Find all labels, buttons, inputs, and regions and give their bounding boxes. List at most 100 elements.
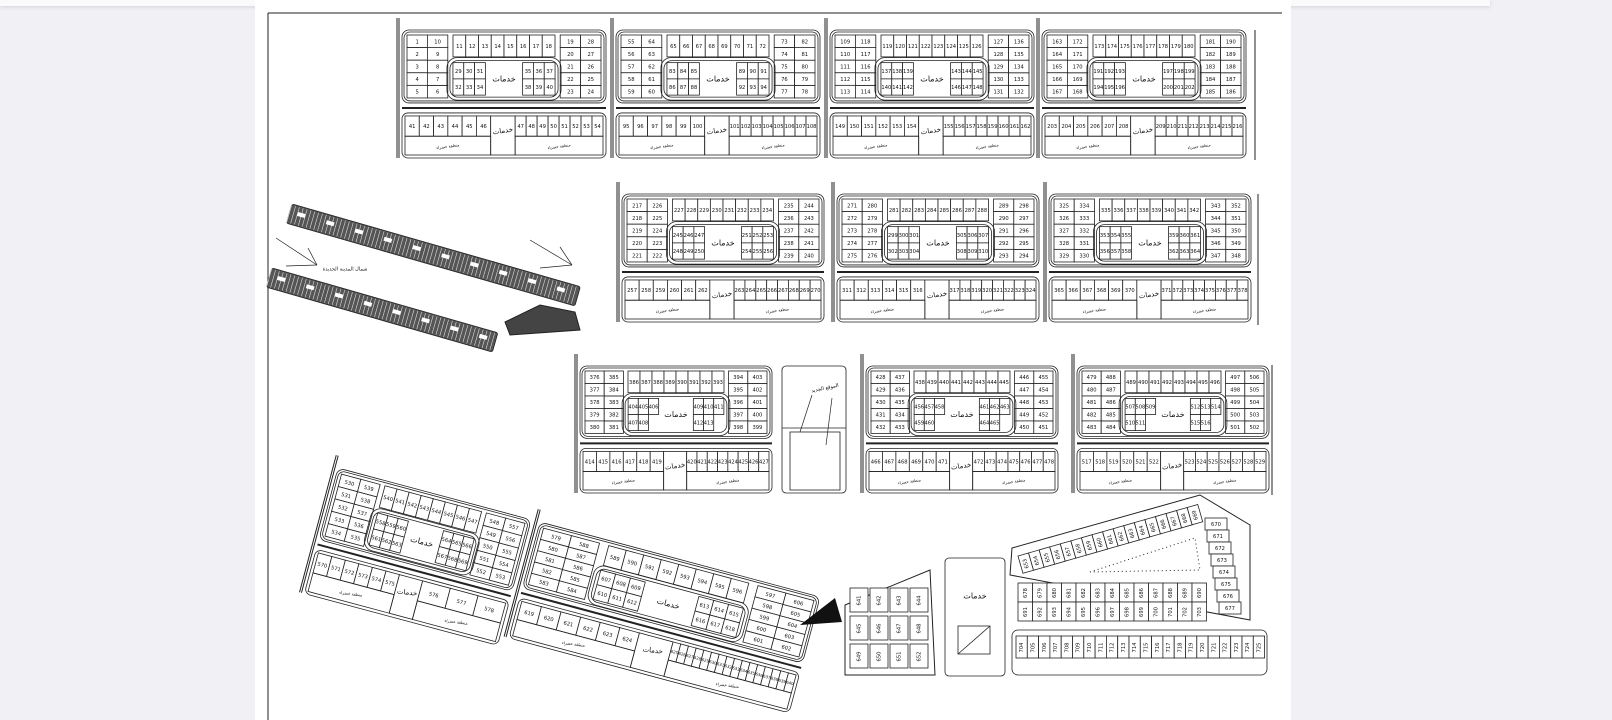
lot: 250	[693, 242, 705, 260]
lot-number: 199	[1185, 69, 1195, 75]
lot: 69	[717, 34, 732, 58]
lot: 672	[1208, 541, 1232, 555]
green-area-label: منطقة خضراء	[339, 590, 363, 598]
lot: 92	[736, 78, 748, 96]
lot-number: 189	[1226, 52, 1236, 58]
strip-hatch	[320, 284, 326, 302]
lot-number: 53	[583, 124, 590, 130]
strip-hatch	[405, 239, 412, 257]
lot-number: 78	[801, 90, 808, 96]
strip-plot	[363, 300, 373, 307]
east-block-outline	[1009, 494, 1251, 621]
lot-number: 289	[999, 203, 1009, 209]
lot-number: 35	[525, 69, 532, 75]
lot-number: 503	[1249, 413, 1259, 419]
lot: 295	[1013, 236, 1035, 250]
strip-hatch	[347, 292, 353, 310]
lot: 134	[1008, 59, 1030, 74]
lot: 23	[559, 84, 582, 99]
lot-number: 445	[999, 380, 1009, 386]
lot-number: 332	[1079, 228, 1089, 234]
lot-number: 300	[899, 233, 909, 239]
lot: 237	[778, 223, 800, 238]
lot-number: 437	[895, 375, 905, 381]
lot: 108	[805, 115, 818, 137]
lot-number: 723	[1234, 643, 1240, 653]
lot-number: 227	[674, 208, 684, 214]
strip-hatch	[404, 308, 411, 327]
lot-number: 88	[691, 85, 698, 91]
lot: 375	[1204, 279, 1216, 301]
lot: 75	[773, 59, 796, 74]
lot: 406	[648, 398, 660, 415]
lot: 438	[913, 370, 927, 394]
lot-number: 44	[452, 124, 459, 130]
lot-number: 368	[1097, 288, 1107, 294]
green-area-label: منطقة خضراء	[1083, 306, 1107, 314]
lower-block-outline	[579, 447, 773, 494]
lot-outline	[603, 370, 624, 384]
lot-number: 549	[485, 531, 496, 539]
upper-block-inner	[322, 471, 528, 588]
lot-number: 722	[1223, 643, 1229, 653]
lot: 290	[993, 211, 1015, 225]
lot-outline	[977, 242, 989, 260]
lot-number: 262	[698, 288, 708, 294]
lot-number: 283	[914, 208, 924, 214]
lot-number: 73	[781, 39, 788, 45]
lot: 221	[626, 248, 648, 263]
lot-number: 367	[1082, 288, 1092, 294]
lot-number: 238	[784, 241, 794, 247]
lot: 378	[1236, 279, 1249, 301]
lot-number: 133	[1014, 77, 1024, 83]
lot-number: 305	[957, 233, 967, 239]
lot-number: 271	[847, 203, 857, 209]
lot-number: 687	[1153, 588, 1159, 598]
lot-number: 219	[632, 228, 642, 234]
green-area-label: منطقة خضراء	[716, 477, 740, 485]
lot: 357	[1109, 242, 1122, 260]
lot: 74	[773, 47, 796, 61]
lot-number: 15	[507, 44, 514, 50]
lot: 304	[908, 242, 920, 260]
lot: 409	[692, 398, 704, 415]
lot-number: 122	[921, 44, 931, 50]
lot-number: 280	[867, 203, 877, 209]
lot-number: 650	[877, 652, 883, 662]
lot: 65	[666, 34, 681, 58]
lot: 352	[1225, 198, 1247, 212]
lot: 510	[1124, 414, 1136, 431]
lot-number: 568	[447, 555, 458, 563]
lot: 165	[1046, 59, 1068, 74]
lot: 306	[966, 226, 979, 244]
green-area-plot	[686, 471, 770, 491]
strip-hatch	[463, 255, 469, 274]
lot-number: 537	[356, 510, 367, 518]
upper-block-outline	[579, 365, 773, 439]
lot-number: 622	[582, 626, 593, 634]
lot-number: 433	[895, 425, 905, 431]
lot: 685	[1119, 582, 1135, 603]
lot: 178	[1156, 34, 1170, 58]
strip-hatch	[281, 273, 288, 291]
strip-plot	[498, 269, 508, 276]
green-area-plot	[307, 572, 395, 614]
bottom-group-middle: 5795805815825835845855865875885895905915…	[503, 508, 819, 713]
lot-number: 403	[752, 375, 762, 381]
lot-number: 642	[877, 596, 883, 606]
lot: 721	[1207, 635, 1220, 659]
lot-number: 442	[963, 380, 973, 386]
lot-number: 380	[590, 425, 600, 431]
lot-number: 169	[1073, 77, 1083, 83]
green-area-plot	[514, 135, 604, 156]
lot-number: 527	[1232, 459, 1242, 465]
lot-number: 439	[927, 380, 937, 386]
lot-number: 228	[686, 208, 696, 214]
lot: 102	[739, 115, 752, 137]
lot-number: 235	[784, 203, 794, 209]
lot: 276	[861, 248, 883, 263]
upper-block-outline	[1048, 193, 1252, 268]
lot-number: 658	[1075, 543, 1083, 554]
lot: 190	[1220, 34, 1242, 48]
lot-number: 588	[578, 542, 589, 550]
